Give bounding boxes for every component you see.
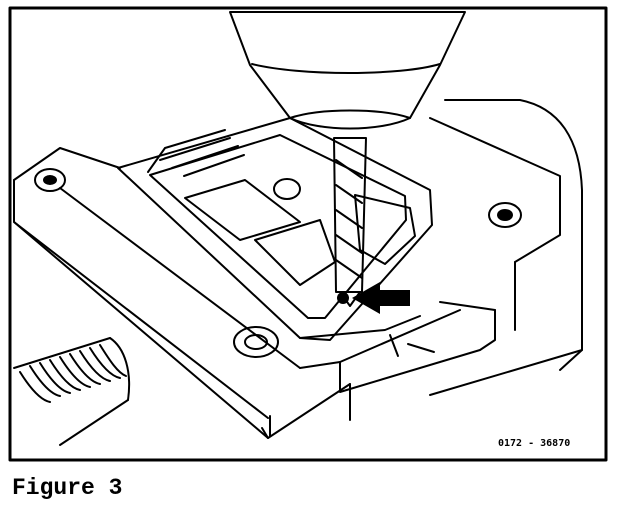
illustration-frame [8, 6, 608, 462]
mounting-bolt-right [488, 202, 522, 228]
reference-code: 0172 - 36870 [498, 438, 570, 449]
mounting-bolt-front [233, 326, 279, 358]
vise-body [13, 147, 351, 439]
mounting-bolt-left [34, 168, 66, 192]
machine-housing [429, 99, 583, 371]
spindle-chuck [229, 11, 466, 130]
direction-arrow [352, 282, 410, 314]
workpiece [117, 117, 435, 357]
figure-caption: Figure 3 [12, 475, 122, 501]
mounting-bolt-center [273, 178, 301, 200]
vise-jaw [269, 301, 583, 437]
lead-screw [13, 337, 131, 446]
drill-point-marker [337, 292, 349, 304]
